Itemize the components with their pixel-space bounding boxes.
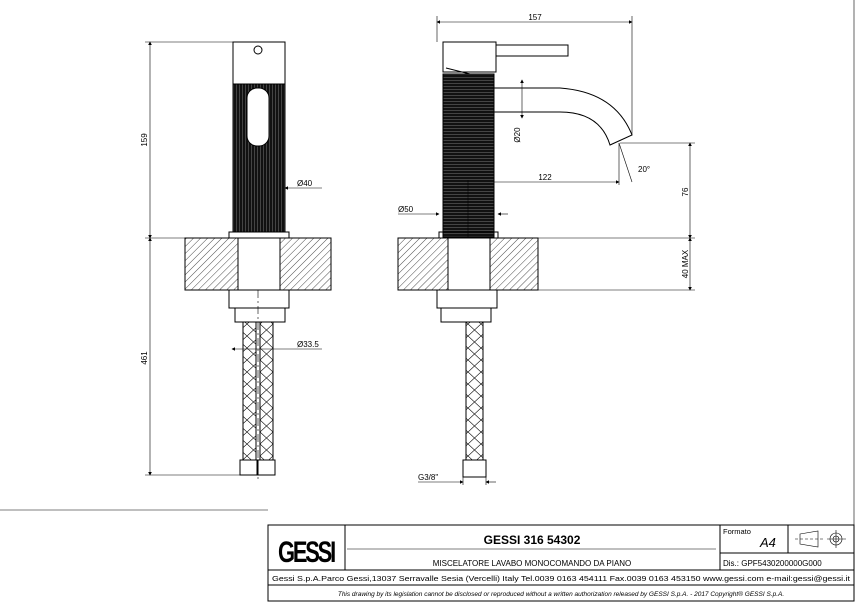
dim-thread: G3/8" [418, 473, 438, 482]
fixing-bracket [440, 307, 492, 323]
handle-hole [253, 45, 263, 55]
ribbed-body [442, 73, 495, 238]
fixing-nut [436, 289, 498, 309]
dim-counter-max: 40 MAX [681, 249, 690, 278]
front-view: 159 461 Ø40 Ø33.5 [140, 41, 332, 480]
hose-nut [239, 459, 259, 476]
hose-nut [256, 459, 276, 476]
copyright-disclaimer: This drawing by its legislation cannot b… [338, 590, 784, 598]
hose [465, 321, 484, 461]
handle-head [442, 41, 497, 73]
spout-outlet [246, 87, 270, 147]
product-code: GESSI 316 54302 [484, 533, 581, 547]
dim-spout-diameter: Ø20 [513, 127, 522, 143]
dim-overall-length: 157 [528, 13, 542, 22]
side-view: 157 Ø20 122 20° 76 40 MAX Ø50 G3/8" [397, 13, 695, 485]
dim-body-diameter: Ø40 [297, 179, 313, 188]
handle-lever [495, 44, 569, 57]
hose-right [259, 321, 274, 461]
title-block: GESSI GESSI 316 54302 MISCELATORE LAVABO… [267, 524, 855, 602]
counter-hole [237, 237, 281, 291]
fixing-bracket [234, 307, 286, 323]
format-label: Formato [723, 527, 751, 536]
dim-spout-height: 76 [681, 187, 690, 196]
company-address: Gessi S.p.A.Parco Gessi,13037 Serravalle… [272, 574, 851, 583]
hose-nut [462, 459, 487, 478]
handle-head [232, 41, 286, 85]
dim-base-diameter: Ø50 [398, 205, 414, 214]
dim-spout-angle: 20° [638, 165, 650, 174]
hose-left [242, 321, 257, 461]
product-description: MISCELATORE LAVABO MONOCOMANDO DA PIANO [433, 559, 632, 568]
svg-text:GESSI: GESSI [278, 536, 335, 569]
dim-height-total: 159 [140, 133, 149, 147]
counter-hole [447, 237, 491, 291]
base-plate [228, 231, 290, 239]
format-value: A4 [759, 535, 776, 550]
drawing-number: Dis.: GPF5430200000G000 [723, 559, 822, 568]
dim-hose-diameter: Ø33.5 [297, 340, 319, 349]
gessi-logo: GESSI [278, 536, 338, 569]
fixing-nut [228, 289, 290, 309]
dim-below-counter: 461 [140, 351, 149, 365]
projection-symbol-icon [795, 530, 846, 548]
dim-spout-reach: 122 [538, 173, 552, 182]
